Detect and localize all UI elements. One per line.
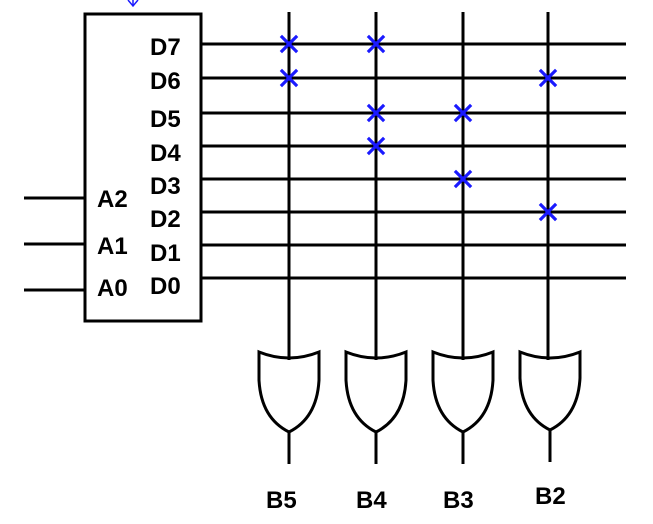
- connection-x-d3-b3: [453, 169, 473, 189]
- connection-x-stroke: [453, 169, 473, 189]
- gate-label-b2: B2: [535, 483, 566, 510]
- connection-x-stroke: [453, 103, 473, 123]
- connection-x-stroke: [366, 103, 386, 123]
- or-gate-b5: [257, 349, 321, 464]
- connection-x-d4-b4: [366, 136, 386, 156]
- output-label-d6: D6: [150, 68, 181, 95]
- output-label-d1: D1: [150, 240, 181, 267]
- output-label-d0: D0: [150, 273, 181, 300]
- connection-x-stroke: [279, 68, 299, 88]
- input-label-a1: A1: [97, 233, 128, 260]
- connection-x-stroke: [279, 34, 299, 54]
- or-gate-b5-body: [257, 349, 321, 434]
- connection-x-stroke: [538, 68, 558, 88]
- or-gate-b2-body: [518, 349, 582, 432]
- output-label-d4: D4: [150, 140, 181, 167]
- output-label-d5: D5: [150, 106, 181, 133]
- gate-input-lines: [287, 12, 550, 360]
- output-label-d3: D3: [150, 173, 181, 200]
- connection-x-d6-b2: [538, 68, 558, 88]
- gate-label-b4: B4: [356, 487, 387, 514]
- or-gate-b2: [518, 349, 582, 462]
- or-gate-b3-body: [431, 349, 495, 434]
- connection-x-d5-b3: [453, 103, 473, 123]
- input-label-a2: A2: [97, 186, 128, 213]
- output-label-d2: D2: [150, 206, 181, 233]
- connection-x-d5-b4: [366, 103, 386, 123]
- connection-x-d7-b4: [366, 34, 386, 54]
- connection-x-stroke: [538, 202, 558, 222]
- decoder-box: [83, 12, 203, 323]
- or-gate-b4-body: [344, 349, 408, 434]
- output-lines: [201, 42, 626, 280]
- connection-x-stroke: [366, 34, 386, 54]
- connection-x-d2-b2: [538, 202, 558, 222]
- gate-label-b5: B5: [266, 487, 297, 514]
- or-gate-b4: [344, 349, 408, 464]
- or-gate-b3: [431, 349, 495, 464]
- connection-x-d7-b5: [279, 34, 299, 54]
- input-label-a0: A0: [97, 275, 128, 302]
- gate-label-b3: B3: [443, 487, 474, 514]
- connection-x-d6-b5: [279, 68, 299, 88]
- output-label-d7: D7: [150, 34, 181, 61]
- connection-x-stroke: [366, 136, 386, 156]
- connection-marks: [279, 34, 558, 222]
